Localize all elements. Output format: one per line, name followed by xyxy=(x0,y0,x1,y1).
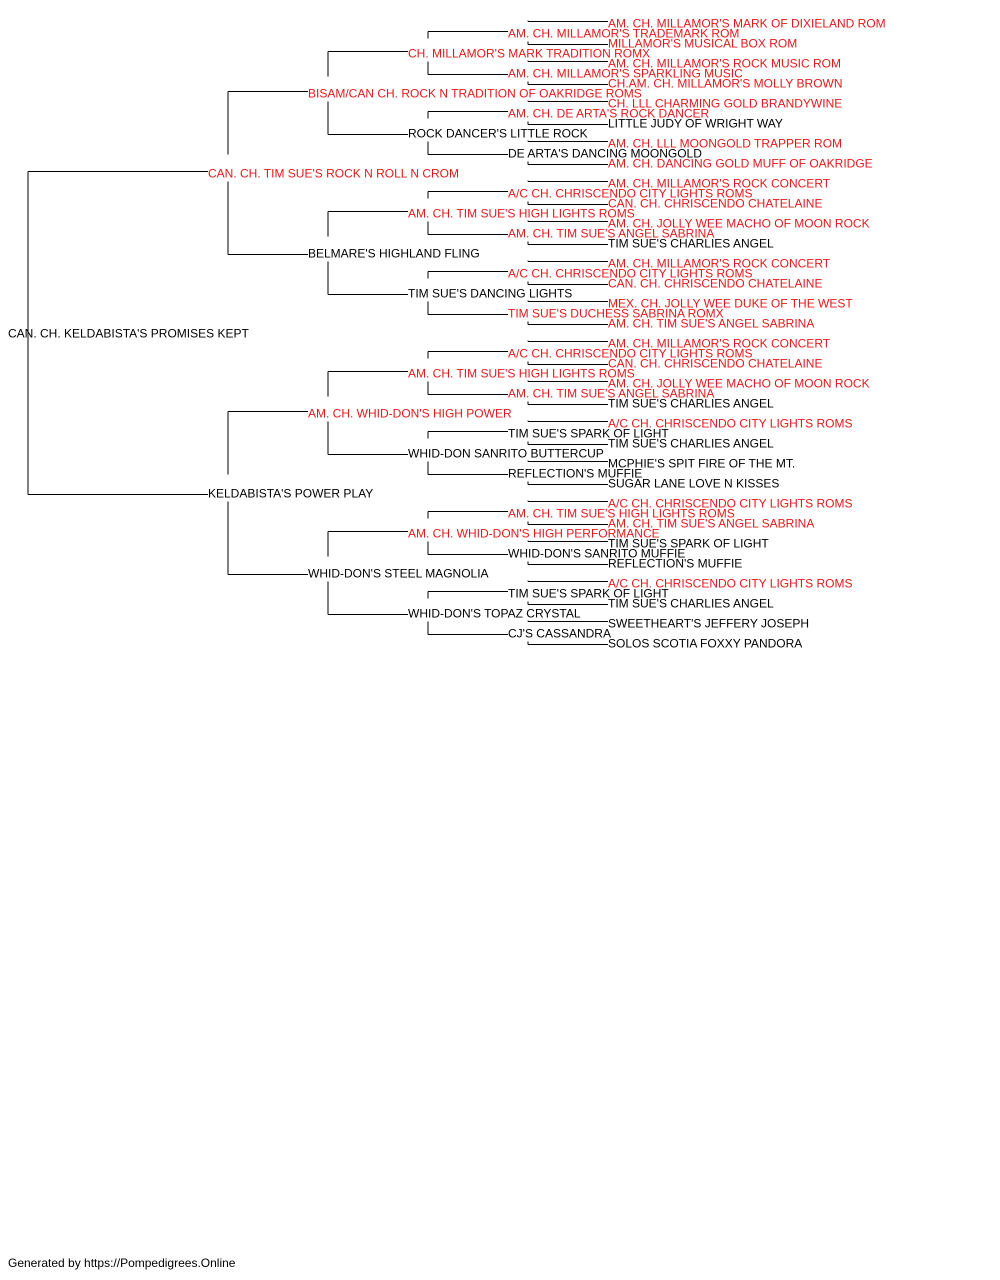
gen4-sire-name[interactable]: A/C CH. CHRISCENDO CITY LIGHTS ROMS xyxy=(508,267,752,281)
gen3-dam-name[interactable]: WHID-DON'S TOPAZ CRYSTAL xyxy=(408,607,581,621)
gen5-dam-name[interactable]: AM. CH. TIM SUE'S ANGEL SABRINA xyxy=(608,317,814,331)
gen5-dam-name[interactable]: SOLOS SCOTIA FOXXY PANDORA xyxy=(608,637,802,651)
gen5-dam-name[interactable]: SUGAR LANE LOVE N KISSES xyxy=(608,477,779,491)
gen5-sire-name[interactable]: A/C CH. CHRISCENDO CITY LIGHTS ROMS xyxy=(608,417,852,431)
gen5-sire-name[interactable]: MCPHIE'S SPIT FIRE OF THE MT. xyxy=(608,457,795,471)
gen4-sire-name[interactable]: AM. CH. TIM SUE'S HIGH LIGHTS ROMS xyxy=(508,507,735,521)
gen5-sire-name[interactable]: SWEETHEART'S JEFFERY JOSEPH xyxy=(608,617,809,631)
gen1-dam-name[interactable]: KELDABISTA'S POWER PLAY xyxy=(208,487,373,501)
gen4-sire-name[interactable]: A/C CH. CHRISCENDO CITY LIGHTS ROMS xyxy=(508,187,752,201)
gen3-sire-name[interactable]: AM. CH. WHID-DON'S HIGH PERFORMANCE xyxy=(408,527,660,541)
gen5-dam-name[interactable]: AM. CH. DANCING GOLD MUFF OF OAKRIDGE xyxy=(608,157,873,171)
gen5-sire-name[interactable]: AM. CH. MILLAMOR'S ROCK MUSIC ROM xyxy=(608,57,841,71)
gen3-dam-name[interactable]: TIM SUE'S DANCING LIGHTS xyxy=(408,287,572,301)
gen4-sire-name[interactable]: TIM SUE'S SPARK OF LIGHT xyxy=(508,427,669,441)
gen5-dam-name[interactable]: REFLECTION'S MUFFIE xyxy=(608,557,742,571)
gen5-sire-name[interactable]: CH. LLL CHARMING GOLD BRANDYWINE xyxy=(608,97,842,111)
gen5-sire-name[interactable]: A/C CH. CHRISCENDO CITY LIGHTS ROMS xyxy=(608,577,852,591)
gen5-dam-name[interactable]: LITTLE JUDY OF WRIGHT WAY xyxy=(608,117,783,131)
gen5-dam-name[interactable]: TIM SUE'S CHARLIES ANGEL xyxy=(608,237,774,251)
gen3-dam-name[interactable]: WHID-DON SANRITO BUTTERCUP xyxy=(408,447,604,461)
gen4-dam-name[interactable]: AM. CH. TIM SUE'S ANGEL SABRINA xyxy=(508,227,714,241)
gen5-sire-name[interactable]: AM. CH. MILLAMOR'S ROCK CONCERT xyxy=(608,177,831,191)
gen5-sire-name[interactable]: AM. CH. JOLLY WEE MACHO OF MOON ROCK xyxy=(608,377,870,391)
gen4-sire-name[interactable]: AM. CH. MILLAMOR'S TRADEMARK ROM xyxy=(508,27,739,41)
gen4-dam-name[interactable]: CJ'S CASSANDRA xyxy=(508,627,611,641)
gen2-sire-name[interactable]: BISAM/CAN CH. ROCK N TRADITION OF OAKRID… xyxy=(308,87,642,101)
gen2-sire-name[interactable]: AM. CH. WHID-DON'S HIGH POWER xyxy=(308,407,512,421)
gen5-dam-name[interactable]: MILLAMOR'S MUSICAL BOX ROM xyxy=(608,37,797,51)
gen5-dam-name[interactable]: CAN. CH. CHRISCENDO CHATELAINE xyxy=(608,357,822,371)
gen4-dam-name[interactable]: REFLECTION'S MUFFIE xyxy=(508,467,642,481)
gen2-dam-name[interactable]: WHID-DON'S STEEL MAGNOLIA xyxy=(308,567,489,581)
gen5-dam-name[interactable]: TIM SUE'S CHARLIES ANGEL xyxy=(608,397,774,411)
gen5-dam-name[interactable]: AM. CH. TIM SUE'S ANGEL SABRINA xyxy=(608,517,814,531)
gen5-dam-name[interactable]: TIM SUE'S CHARLIES ANGEL xyxy=(608,597,774,611)
gen4-dam-name[interactable]: DE ARTA'S DANCING MOONGOLD xyxy=(508,147,702,161)
gen4-sire-name[interactable]: AM. CH. DE ARTA'S ROCK DANCER xyxy=(508,107,710,121)
footer-credit: Generated by https://Pompedigrees.Online xyxy=(8,1256,236,1270)
gen3-sire-name[interactable]: AM. CH. TIM SUE'S HIGH LIGHTS ROMS xyxy=(408,207,635,221)
gen5-sire-name[interactable]: AM. CH. MILLAMOR'S ROCK CONCERT xyxy=(608,257,831,271)
gen4-dam-name[interactable]: AM. CH. TIM SUE'S ANGEL SABRINA xyxy=(508,387,714,401)
gen5-sire-name[interactable]: AM. CH. MILLAMOR'S MARK OF DIXIELAND ROM xyxy=(608,17,886,31)
gen5-sire-name[interactable]: AM. CH. MILLAMOR'S ROCK CONCERT xyxy=(608,337,831,351)
gen1-sire-name[interactable]: CAN. CH. TIM SUE'S ROCK N ROLL N CROM xyxy=(208,167,459,181)
gen5-dam-name[interactable]: CAN. CH. CHRISCENDO CHATELAINE xyxy=(608,197,822,211)
gen5-dam-name[interactable]: TIM SUE'S CHARLIES ANGEL xyxy=(608,437,774,451)
subject-dog-name[interactable]: CAN. CH. KELDABISTA'S PROMISES KEPT xyxy=(8,327,249,341)
gen4-dam-name[interactable]: WHID-DON'S SANRITO MUFFIE xyxy=(508,547,685,561)
gen3-dam-name[interactable]: ROCK DANCER'S LITTLE ROCK xyxy=(408,127,588,141)
gen4-dam-name[interactable]: AM. CH. MILLAMOR'S SPARKLING MUSIC xyxy=(508,67,743,81)
gen4-dam-name[interactable]: TIM SUE'S DUCHESS SABRINA ROMX xyxy=(508,307,724,321)
gen5-sire-name[interactable]: MEX. CH. JOLLY WEE DUKE OF THE WEST xyxy=(608,297,853,311)
gen5-dam-name[interactable]: CH.AM. CH. MILLAMOR'S MOLLY BROWN xyxy=(608,77,843,91)
gen4-sire-name[interactable]: TIM SUE'S SPARK OF LIGHT xyxy=(508,587,669,601)
gen2-dam-name[interactable]: BELMARE'S HIGHLAND FLING xyxy=(308,247,480,261)
gen5-sire-name[interactable]: AM. CH. LLL MOONGOLD TRAPPER ROM xyxy=(608,137,842,151)
gen4-sire-name[interactable]: A/C CH. CHRISCENDO CITY LIGHTS ROMS xyxy=(508,347,752,361)
gen5-sire-name[interactable]: A/C CH. CHRISCENDO CITY LIGHTS ROMS xyxy=(608,497,852,511)
gen3-sire-name[interactable]: AM. CH. TIM SUE'S HIGH LIGHTS ROMS xyxy=(408,367,635,381)
gen5-sire-name[interactable]: TIM SUE'S SPARK OF LIGHT xyxy=(608,537,769,551)
gen5-sire-name[interactable]: AM. CH. JOLLY WEE MACHO OF MOON ROCK xyxy=(608,217,870,231)
gen3-sire-name[interactable]: CH. MILLAMOR'S MARK TRADITION ROMX xyxy=(408,47,650,61)
gen5-dam-name[interactable]: CAN. CH. CHRISCENDO CHATELAINE xyxy=(608,277,822,291)
